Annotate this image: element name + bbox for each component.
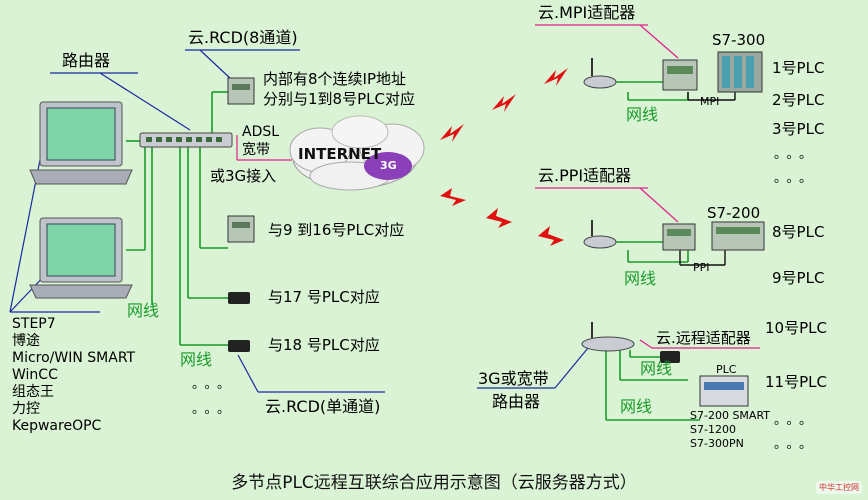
serial-cables xyxy=(679,92,736,266)
broadband-label: 宽带 xyxy=(242,142,270,158)
net-label-bottom: 网线 xyxy=(180,350,213,369)
software-item: WinCC xyxy=(12,367,58,383)
remote-adapter-icon[interactable] xyxy=(660,351,680,363)
dots-right-3: 。。。 xyxy=(774,413,819,428)
plc-18-label: 与18 号PLC对应 xyxy=(268,336,380,354)
s7-200-plc-icon[interactable] xyxy=(711,221,765,251)
rcd-device-icon[interactable] xyxy=(227,77,255,105)
diagram-title: 多节点PLC远程互联综合应用示意图（云服务器方式） xyxy=(231,473,637,493)
remote-adapter-label: 云.远程适配器 xyxy=(656,329,751,347)
lightning-icon xyxy=(492,94,516,112)
ip-desc-line2: 分别与1到8号PLC对应 xyxy=(263,90,415,108)
plc-number: 10号PLC xyxy=(765,319,827,337)
internet-cloud-icon xyxy=(289,115,425,191)
plc-number: 3号PLC xyxy=(772,120,825,138)
watermark-logo: 中华工控网 xyxy=(816,481,862,494)
plc-number: 8号PLC xyxy=(772,223,825,241)
3g-access-label: 或3G接入 xyxy=(210,167,277,185)
software-item: 组态王 xyxy=(12,384,54,400)
plc-model-item: S7-200 SMART xyxy=(690,409,771,422)
router-label: 路由器 xyxy=(62,51,111,70)
s7-200-label: S7-200 xyxy=(707,204,761,222)
net-label-ppi: 网线 xyxy=(624,269,657,288)
software-item: STEP7 xyxy=(12,316,56,332)
net-label-remote-1: 网线 xyxy=(640,359,673,378)
router-3g-icon[interactable] xyxy=(581,322,635,352)
plc-number: 1号PLC xyxy=(772,59,825,77)
s7-300-plc-icon[interactable] xyxy=(717,51,763,93)
ppi-adapter-icon[interactable] xyxy=(662,223,696,251)
rcd-device-icon[interactable] xyxy=(227,215,255,243)
dots-left-1: 。。。 xyxy=(192,377,237,392)
mpi-adapter-label: 云.MPI适配器 xyxy=(538,3,636,22)
dots-left-2: 。。。 xyxy=(192,402,237,417)
plc-pn-icon[interactable] xyxy=(699,375,749,407)
plc-17-label: 与17 号PLC对应 xyxy=(268,288,380,306)
plc-label: PLC xyxy=(716,363,737,376)
net-label-mpi: 网线 xyxy=(626,105,659,124)
rcd8-label: 云.RCD(8通道) xyxy=(188,28,298,47)
plc-model-item: S7-300PN xyxy=(690,437,744,450)
s7-300-label: S7-300 xyxy=(712,31,766,49)
plc-model-item: S7-1200 xyxy=(690,423,736,436)
software-item: KepwareOPC xyxy=(12,418,102,434)
adsl-label: ADSL xyxy=(242,124,280,140)
net-label-remote-2: 网线 xyxy=(620,397,653,416)
internet-label: INTERNET xyxy=(298,145,382,163)
lightning-icon xyxy=(440,124,464,142)
laptop-icon[interactable] xyxy=(29,217,133,299)
lightning-icon xyxy=(544,68,568,86)
green-cables xyxy=(126,81,700,421)
router-icon[interactable] xyxy=(583,220,617,249)
magenta-leaders xyxy=(236,24,760,349)
router-3g-label-2: 路由器 xyxy=(492,392,541,411)
dots-right-4: 。。。 xyxy=(774,437,819,452)
ip-desc-line1: 内部有8个连续IP地址 xyxy=(263,70,407,88)
net-label-left: 网线 xyxy=(127,301,160,320)
plc-number: 2号PLC xyxy=(772,91,825,109)
software-item: 博途 xyxy=(12,333,40,349)
3g-cloud-label: 3G xyxy=(380,159,397,172)
lightning-icon xyxy=(538,226,564,246)
lightning-icon xyxy=(440,188,466,206)
plc-number: 11号PLC xyxy=(765,373,827,391)
lightning-icon xyxy=(486,208,512,228)
dots-right-1: 。。。 xyxy=(774,147,819,162)
rcd1-label: 云.RCD(单通道) xyxy=(265,397,381,416)
plc-9-16-label: 与9 到16号PLC对应 xyxy=(268,221,405,239)
dots-right-2: 。。。 xyxy=(774,171,819,186)
mpi-adapter-icon[interactable] xyxy=(662,59,698,91)
rcd-single-icon[interactable] xyxy=(228,340,250,352)
ppi-label: PPI xyxy=(693,261,710,274)
software-item: Micro/WIN SMART xyxy=(12,350,136,366)
mpi-label: MPI xyxy=(700,95,720,108)
lightning-bolts xyxy=(440,68,568,246)
rcd-single-icon[interactable] xyxy=(228,292,250,304)
software-item: 力控 xyxy=(12,401,40,417)
switch-icon[interactable] xyxy=(139,132,233,148)
ppi-adapter-label: 云.PPI适配器 xyxy=(538,166,632,185)
router-icon[interactable] xyxy=(583,58,617,89)
laptop-icon[interactable] xyxy=(29,101,133,185)
router-3g-label-1: 3G或宽带 xyxy=(478,369,549,388)
plc-number: 9号PLC xyxy=(772,269,825,287)
